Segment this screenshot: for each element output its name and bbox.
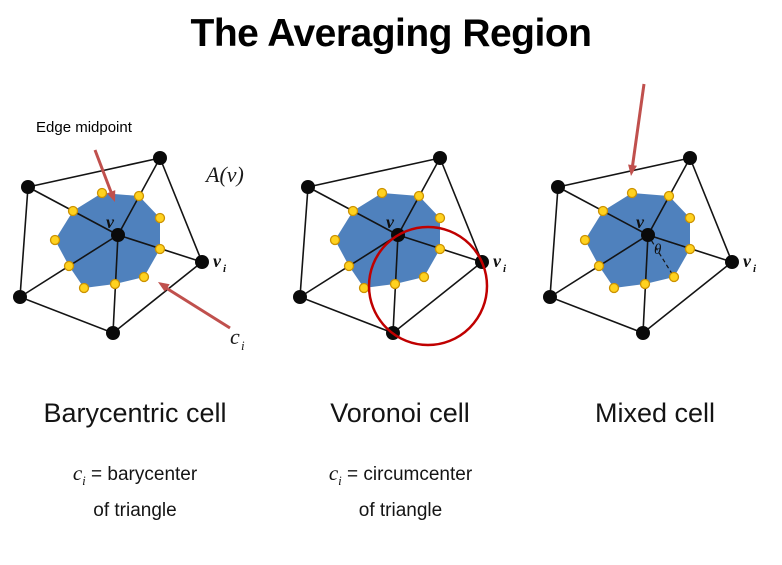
voronoi-formula: ci = circumcenter of triangle [278,458,523,526]
center-vertex-label: v [106,212,115,232]
neighbor-vertex-label: v [743,251,752,271]
theta-label: θ [654,242,662,258]
neighbor-vertex-sub: i [503,263,507,275]
midpoint-dots [579,187,696,294]
ci-symbol: c [328,461,339,485]
mixed-diagram: v θ v i [540,70,782,375]
voronoi-formula-line2: of triangle [358,499,443,521]
ci-symbol: c [72,461,83,485]
edge-midpoint-arrow [93,149,116,202]
area-label: A(v) [204,162,244,187]
ci-arrow [158,282,231,330]
neighbor-vertex-sub: i [223,263,227,275]
barycentric-cell-title: Barycentric cell [43,398,227,428]
circumcircle [367,225,489,347]
averaging-region-polygon [335,193,440,288]
barycentric-mesh-figure: Edge midpoint A(v) v v i c i [13,119,245,353]
barycentric-formula-line2: of triangle [93,499,177,521]
voronoi-mesh-figure: v v i [293,151,507,347]
voronoi-diagram: v v i [290,70,550,375]
ci-label: c [230,324,240,349]
ci-label-sub: i [241,338,245,353]
voronoi-cell-title: Voronoi cell [330,398,470,428]
barycenter-text: = barycenter [85,464,198,485]
circumcenter-text: = circumcenter [341,464,473,485]
slide-title: The Averaging Region [190,12,593,55]
barycentric-formula-line1: ci = barycenter [10,458,260,496]
ci-symbol-sub: i [338,472,342,488]
mixed-cell-title: Mixed cell [594,398,716,428]
barycentric-formula: ci = barycenter of triangle [10,458,260,526]
neighbor-vertex-sub: i [753,263,757,275]
midpoint-dots [49,187,166,294]
ci-symbol-sub: i [82,472,86,488]
mixed-mesh-figure: v θ v i [543,83,757,340]
angle-dashed-lines [647,234,691,278]
center-vertex-label: v [386,212,395,232]
edge-midpoint-label: Edge midpoint [36,119,133,136]
barycentric-diagram: Edge midpoint A(v) v v i c i [10,70,270,375]
vertex-dots [13,151,209,340]
center-vertex-label: v [636,212,645,232]
neighbor-vertex-label: v [493,251,502,271]
voronoi-formula-line1: ci = circumcenter [278,458,523,496]
neighbor-vertex-label: v [213,251,222,271]
vertex-dots [543,151,739,340]
midpoint-pointer-arrow [628,83,646,176]
averaging-region-polygon [585,193,690,288]
averaging-region-polygon [55,193,160,288]
